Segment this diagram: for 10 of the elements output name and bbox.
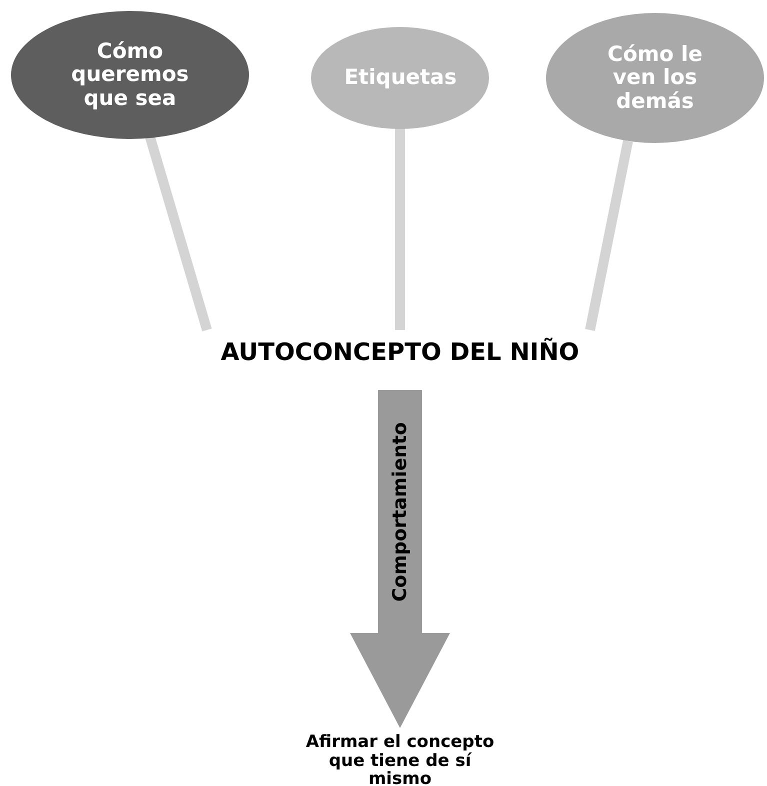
connector-line <box>395 127 405 330</box>
edge-label: Comportamiento <box>388 422 411 602</box>
block-arrow <box>350 390 450 728</box>
node-label: Cómo queremos que sea <box>70 40 190 110</box>
node-label: Cómo le ven los demás <box>606 43 704 113</box>
node-label: Etiquetas <box>344 66 456 90</box>
connector-line <box>585 140 633 331</box>
connector-line <box>145 136 212 332</box>
result-text: Afirmar el concepto que tiene de sí mismo <box>304 732 496 786</box>
concept-heading: AUTOCONCEPTO DEL NIÑO <box>220 338 580 366</box>
